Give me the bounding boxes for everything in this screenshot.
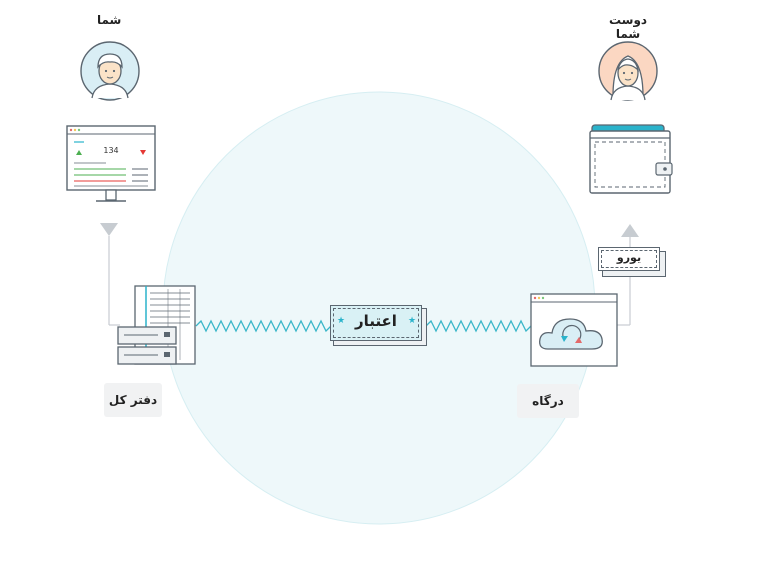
star-icon: ★ [337,316,346,326]
arrow-up-icon [621,224,639,237]
cloud-sync-icon [530,293,618,367]
euro-label: یورو [616,251,642,264]
server-icon [117,285,196,365]
monitor-icon: 134 [66,125,156,205]
star-icon: ★ [408,316,417,326]
zigzag-right [425,319,532,333]
euro-bill: یورو [598,247,666,277]
user-avatar-icon [80,41,140,101]
ledger-label: دفتر کل [104,383,162,417]
zigzag-left [195,319,332,333]
friend-label: دوست شما [608,13,648,41]
user-avatar-icon [598,41,658,101]
wallet-icon [589,124,673,194]
arrow-down-icon [100,223,118,236]
credit-label: اعتبار [355,312,397,330]
monitor-value: 134 [103,146,119,155]
credit-card: ★ ★ اعتبار [330,305,427,346]
gateway-label: درگاه [517,384,579,418]
you-label: شما [97,13,122,27]
